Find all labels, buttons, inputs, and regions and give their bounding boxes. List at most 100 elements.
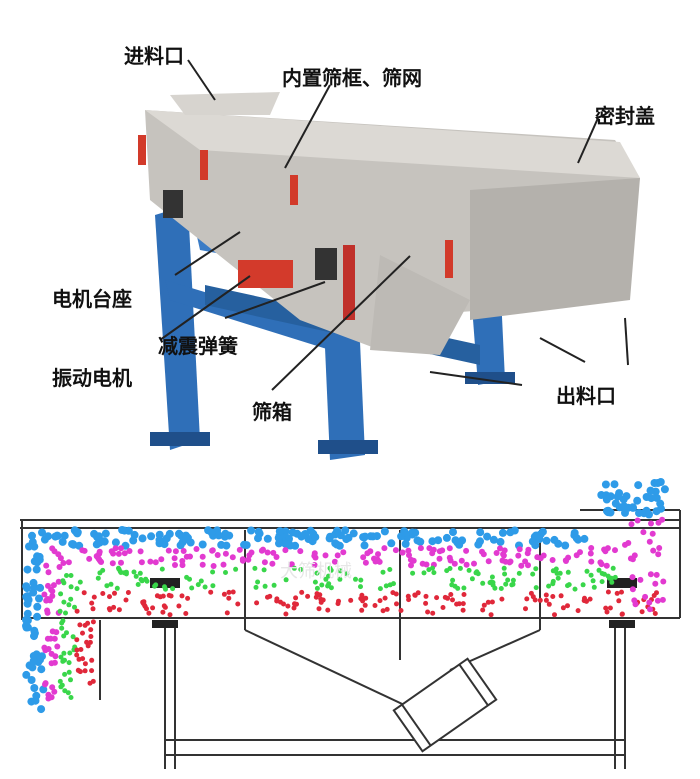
particle	[152, 583, 158, 589]
particle	[137, 548, 144, 555]
particle	[344, 571, 350, 577]
particle	[74, 647, 80, 653]
particle	[554, 570, 560, 576]
particle	[360, 533, 368, 542]
particle	[450, 597, 455, 603]
particle	[198, 578, 204, 584]
particle	[588, 572, 594, 578]
particle	[615, 489, 624, 498]
particle	[58, 654, 64, 660]
particle	[647, 571, 654, 578]
particle	[612, 574, 618, 580]
particle	[434, 595, 440, 601]
particle	[115, 550, 122, 557]
particle	[380, 569, 386, 575]
particle	[543, 592, 549, 598]
particle	[628, 521, 635, 528]
particle	[246, 552, 253, 559]
particle	[96, 550, 103, 557]
particle	[498, 528, 507, 537]
particle	[629, 586, 636, 593]
particle	[29, 656, 38, 665]
particle	[171, 555, 178, 562]
particle	[505, 577, 511, 583]
particle	[123, 597, 129, 603]
particle	[236, 546, 243, 553]
particle	[489, 599, 495, 605]
particle	[98, 559, 105, 565]
particle	[37, 665, 46, 674]
particle	[68, 695, 74, 700]
particle	[373, 532, 381, 541]
particle	[503, 581, 509, 587]
particle	[298, 567, 304, 572]
particle	[210, 563, 217, 569]
particle	[299, 589, 305, 595]
particle	[63, 610, 68, 616]
particle	[367, 548, 374, 555]
particle	[253, 584, 259, 590]
particle	[23, 609, 32, 618]
particle	[255, 529, 264, 538]
particle	[150, 605, 156, 611]
particle	[360, 554, 367, 561]
particle	[457, 565, 463, 571]
particle	[222, 541, 231, 550]
particle	[66, 669, 72, 675]
particle	[331, 558, 338, 565]
particle	[612, 547, 618, 554]
particle	[61, 650, 67, 656]
particle	[220, 561, 227, 568]
particle	[94, 532, 103, 541]
particle	[609, 579, 615, 585]
particle	[580, 582, 586, 588]
particle	[326, 573, 331, 579]
particle	[89, 600, 95, 606]
particle	[89, 657, 95, 663]
particle	[70, 634, 76, 640]
particle	[387, 567, 393, 572]
particle	[45, 582, 51, 589]
particle	[337, 576, 343, 582]
schematic-springs	[150, 578, 637, 628]
particle	[61, 599, 67, 605]
particle	[448, 592, 454, 597]
particle	[640, 529, 647, 536]
particle	[446, 545, 453, 552]
particle	[22, 670, 31, 679]
particle	[434, 536, 443, 545]
particle	[74, 608, 80, 614]
particle	[170, 586, 176, 592]
particle	[269, 560, 276, 567]
particle	[499, 557, 506, 564]
particle	[214, 531, 223, 540]
particle	[209, 547, 216, 554]
particle	[469, 576, 475, 582]
label-motor-base: 电机台座	[52, 287, 132, 311]
particle	[590, 578, 596, 584]
particle	[72, 604, 77, 610]
machine-3d-illustration	[138, 59, 640, 460]
particle	[95, 575, 101, 581]
particle	[172, 562, 178, 568]
particle	[281, 539, 290, 548]
particle	[415, 590, 421, 596]
particle	[550, 568, 556, 574]
particle	[58, 684, 64, 690]
particle	[162, 534, 171, 543]
particle	[31, 696, 40, 705]
particle	[226, 595, 232, 601]
particle	[185, 595, 191, 601]
particle	[546, 601, 552, 607]
particle	[377, 586, 383, 592]
particle	[549, 557, 556, 563]
particle	[381, 545, 388, 552]
particle	[229, 554, 236, 561]
particle	[137, 570, 143, 576]
particle	[187, 576, 192, 582]
particle	[573, 552, 580, 559]
particle	[471, 560, 477, 567]
particle	[129, 536, 138, 545]
particle	[293, 595, 299, 601]
particle	[646, 538, 653, 545]
